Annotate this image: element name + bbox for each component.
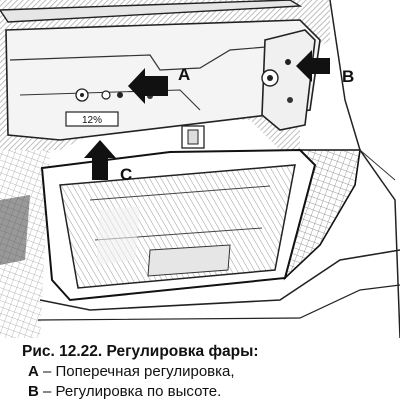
caption-text-a: – Поперечная регулировка, [38, 363, 235, 380]
caption-key-a: A [28, 363, 39, 380]
caption-text-b: – Регулировка по высоте. [38, 383, 222, 400]
caption-title: Рис. 12.22. Регулировка фары: [22, 343, 259, 360]
label-a: A [178, 65, 190, 84]
caption-item-b: B – Регулировка по высоте. [22, 382, 392, 402]
arrow-a-icon [128, 68, 168, 104]
arrow-b-icon [296, 50, 330, 82]
plate-label: 12% [82, 115, 102, 126]
figure-caption: Рис. 12.22. Регулировка фары: A – Попере… [22, 342, 392, 402]
headlight-illustration: 12% A B C [0, 0, 400, 338]
caption-item-a: A – Поперечная регулировка, [22, 362, 392, 382]
arrow-c-icon [84, 140, 116, 180]
label-c: C [120, 165, 132, 184]
caption-key-b: B [28, 383, 39, 400]
label-b: B [342, 67, 354, 86]
